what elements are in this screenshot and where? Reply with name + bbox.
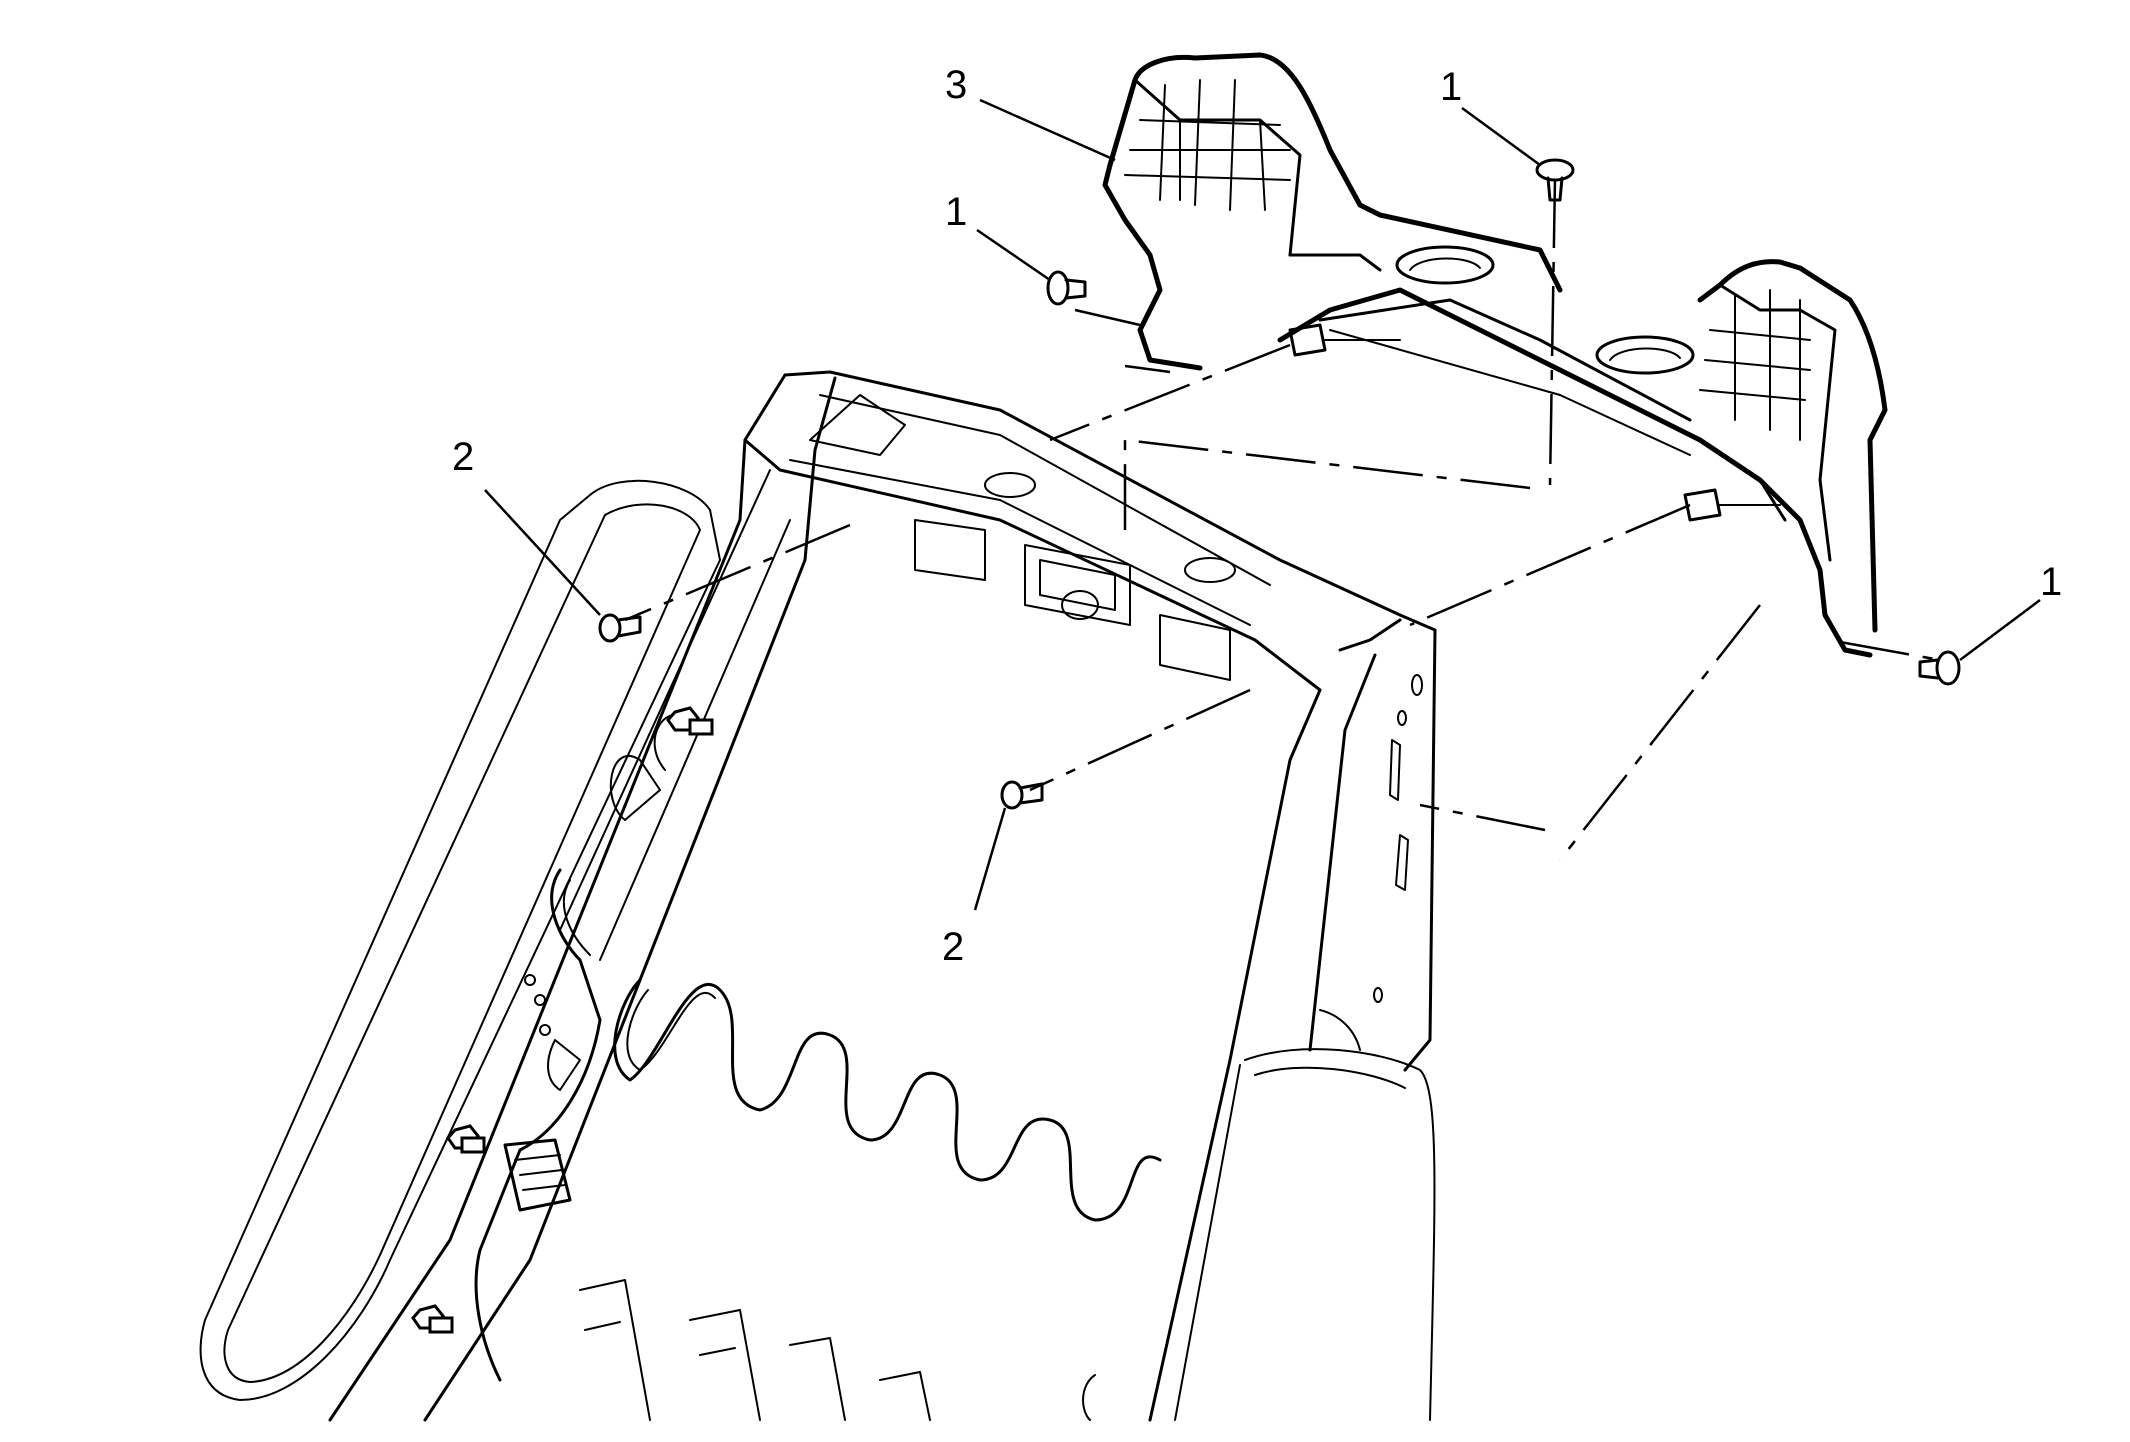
callout-leaders [484,98,2041,911]
seat-lower-panels [579,1279,1096,1421]
bolt-right-icon [1918,650,1961,686]
screw-center-icon [1000,780,1044,810]
callout-screw-left: 2 [452,435,474,479]
callout-bolt-upper-left: 1 [945,190,967,234]
callout-screw-center: 2 [942,925,964,969]
bolt-upper-left-icon [1046,270,1087,306]
callout-bolt-top: 1 [1440,65,1462,109]
left-rail-bolt-bottom-icon [411,1304,454,1334]
left-rail-bolt-lower-icon [446,1124,486,1154]
screw-left-icon [598,613,642,643]
seat-cushion-outline [199,479,1436,1421]
seat-back-frame [328,370,1437,1422]
headrest-bracket [1102,52,1888,658]
seat-spring [613,978,1162,1222]
left-side-details [411,706,714,1382]
bolt-top-icon [1535,158,1575,202]
assembly-lines [624,177,1941,861]
callout-bolt-right: 1 [2040,560,2062,604]
callout-bracket: 3 [945,63,967,107]
left-rail-bolt-upper-icon [666,706,714,736]
